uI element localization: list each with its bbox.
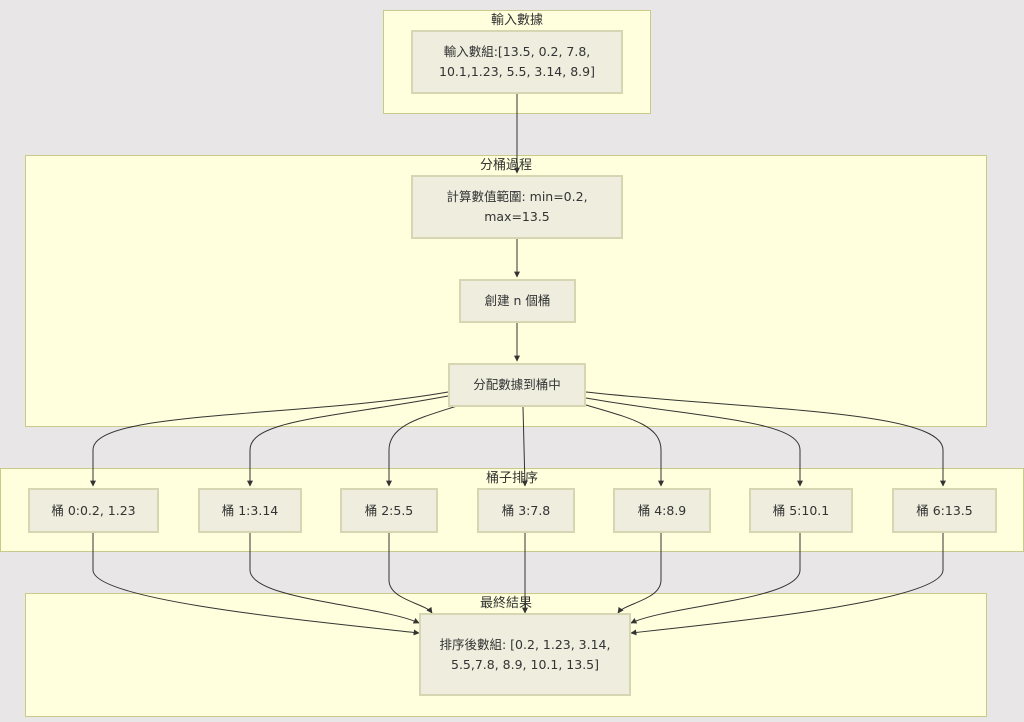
cluster-sort-label: 桶子排序 [485,471,538,486]
bucket-node-3-text: 桶 3:7.8 [501,502,551,518]
cluster-input-label: 輸入數據 [490,13,543,28]
bucket-node-3: 桶 3:7.8 [477,488,575,533]
node-calc-range: 計算數值範圍: min=0.2, max=13.5 [411,175,623,239]
bucket-node-1-text: 桶 1:3.14 [221,502,279,518]
node-sorted-array: 排序後數組: [0.2, 1.23, 3.14, 5.5,7.8, 8.9, 1… [419,613,631,696]
bucket-node-2: 桶 2:5.5 [340,488,438,533]
node-create-buckets-text: 創建 n 個桶 [484,293,551,308]
node-sorted-array-text: 排序後數組: [0.2, 1.23, 3.14, 5.5,7.8, 8.9, 1… [439,636,611,672]
bucket-node-4-text: 桶 4:8.9 [637,502,687,518]
bucket-node-0: 桶 0:0.2, 1.23 [28,488,159,533]
node-input-array: 輸入數組:[13.5, 0.2, 7.8, 10.1,1.23, 5.5, 3.… [411,30,623,94]
node-distribute-text: 分配數據到桶中 [473,377,561,392]
bucket-node-2-text: 桶 2:5.5 [364,502,414,518]
node-distribute: 分配數據到桶中 [448,363,586,407]
bucket-node-4: 桶 4:8.9 [613,488,711,533]
bucket-node-5-text: 桶 5:10.1 [772,502,830,518]
bucket-node-1: 桶 1:3.14 [198,488,302,533]
node-calc-range-text: 計算數值範圍: min=0.2, max=13.5 [446,189,588,224]
bucket-node-5: 桶 5:10.1 [749,488,853,533]
node-input-array-text: 輸入數組:[13.5, 0.2, 7.8, 10.1,1.23, 5.5, 3.… [439,44,595,79]
cluster-process-label: 分桶過程 [479,158,532,173]
bucket-node-0-text: 桶 0:0.2, 1.23 [51,502,136,518]
bucket-node-6: 桶 6:13.5 [892,488,997,533]
bucket-node-6-text: 桶 6:13.5 [916,502,973,518]
node-create-buckets: 創建 n 個桶 [459,279,576,323]
cluster-result-label: 最終結果 [479,596,532,611]
